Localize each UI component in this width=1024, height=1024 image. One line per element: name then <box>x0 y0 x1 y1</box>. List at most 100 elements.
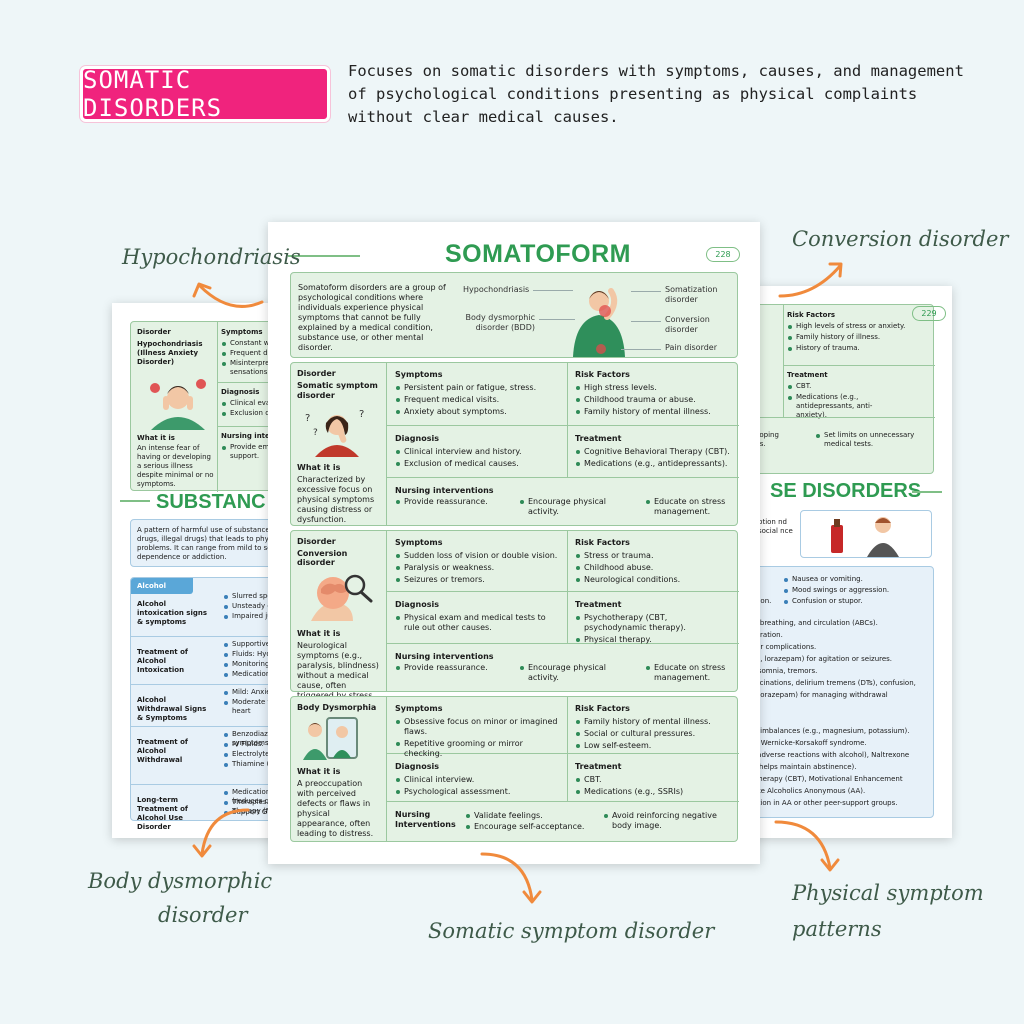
list-item: Medications (e.g., antidepressants, anti… <box>787 393 897 420</box>
diagnosis-label: Diagnosis <box>395 434 439 443</box>
list-item: High stress levels. <box>575 383 731 393</box>
alcohol-table: Alcohol Alcohol intoxication signs & sym… <box>130 577 288 831</box>
substance-section-title-right: SE DISORDERS <box>770 480 922 502</box>
risk-factors-label: Risk Factors <box>575 370 630 379</box>
disorder-label: Disorder <box>137 328 171 336</box>
disorder-name: Hypochondriasis (Illness Anxiety Disorde… <box>137 340 203 366</box>
list-item: al therapy (CBT), Motivational Enhanceme… <box>752 775 903 783</box>
list-item: Encourage physical activity. <box>519 497 619 517</box>
list-item: Benzodiaze symptoms <box>223 730 288 748</box>
list-item: Childhood abuse. <box>575 563 731 573</box>
risk-factors-label: Risk Factors <box>575 704 630 713</box>
list-item: Low self-esteem. <box>575 741 731 751</box>
treatment-label: Treatment <box>575 434 622 443</box>
list-item: Family history of mental illness. <box>575 717 731 727</box>
list-item: ay, breathing, and circulation (ABCs). <box>752 619 878 627</box>
list-item: Medication <box>223 670 288 679</box>
overview-box: Somatoform disorders are a group of psyc… <box>290 272 738 358</box>
list-item: Family history of illness. <box>787 333 880 342</box>
what-it-is-text: Neurological symptoms (e.g., paralysis, … <box>297 641 379 700</box>
list-item: Childhood trauma or abuse. <box>575 395 731 405</box>
list-item: Monitoring <box>223 660 288 669</box>
list-item: Unsteady g <box>223 602 288 611</box>
list-item: Clinical interview. <box>395 775 559 785</box>
list-item: Frequent medical visits. <box>395 395 559 405</box>
list-item: Thiamine ( <box>223 760 288 769</box>
list-item: , insomnia, tremors. <box>752 667 818 675</box>
diagnosis-label: Diagnosis <box>395 600 439 609</box>
diagnosis-label: Diagnosis <box>221 388 260 396</box>
list-item: Medication (reduces c <box>223 788 288 806</box>
list-item: Obsessive focus on minor or imagined fla… <box>395 717 559 737</box>
what-it-is-label: What it is <box>297 629 341 638</box>
list-item: ect imbalances (e.g., magnesium, potassi… <box>752 727 910 735</box>
list-item: Impaired ju <box>223 612 288 621</box>
list-item: Encourage physical activity. <box>519 663 619 683</box>
list-item: Mood swings or aggression. <box>783 586 889 595</box>
nursing-label: Nursing interv <box>221 432 278 440</box>
list-item: Electrolyte <box>223 750 288 759</box>
alcohol-row-label: Treatment of Alcohol Intoxication <box>137 648 188 674</box>
treatment-label: Treatment <box>787 371 828 379</box>
conversion-disorder-section: Disorder Conversion disorder What it is … <box>290 530 739 700</box>
alcohol-row-label: Long-term Treatment of Alcohol Use Disor… <box>137 796 188 831</box>
list-item: Slurred spe <box>223 592 288 601</box>
label-bdd: Body dysmorphic disorder (BDD) <box>465 313 535 332</box>
hypochondriasis-card: Disorder Hypochondriasis (Illness Anxiet… <box>130 321 288 492</box>
list-item: es adverse reactions with alcohol), Nalt… <box>752 751 910 759</box>
list-item: Social or cultural pressures. <box>575 729 731 739</box>
list-item: CBT. <box>787 382 811 391</box>
arrow-conversion <box>778 262 843 298</box>
list-item: IV Fluids: T <box>223 740 288 749</box>
list-item: Sudden loss of vision or double vision. <box>395 551 559 561</box>
list-item: Exclusion of m <box>221 409 281 418</box>
list-item: Clinical interview and history. <box>395 447 559 457</box>
list-item: Psychological assessment. <box>395 787 559 797</box>
diagnosis-label: Diagnosis <box>395 762 439 771</box>
treatment-label: Treatment <box>575 600 622 609</box>
person-with-bottle-illustration <box>831 517 899 557</box>
svg-text:?: ? <box>313 428 318 438</box>
what-it-is-text: An intense fear of having or developing … <box>137 444 214 488</box>
somatic-symptom-section: Disorder Somatic symptom disorder ? ? ? … <box>290 362 739 526</box>
list-item: History of trauma. <box>787 344 860 353</box>
list-item: Mild: Anxie <box>223 688 288 697</box>
list-item: Clinical evalu <box>221 399 277 408</box>
list-item: Constant wor <box>221 339 277 348</box>
symptoms-label: Symptoms <box>395 704 443 713</box>
substance-section-title: SUBSTANC <box>156 491 266 513</box>
disorder-name: Body Dysmorphia <box>297 703 377 712</box>
nursing-label: Nursing interventions <box>395 486 494 495</box>
list-item: Physical therapy. <box>575 635 731 645</box>
list-item: Frequent doc <box>221 349 276 358</box>
substance-intro-text: A pattern of harmful use of substances (… <box>137 526 281 561</box>
list-item: Paralysis or weakness. <box>395 563 559 573</box>
list-item: Cognitive Behavioral Therapy (CBT). <box>575 447 731 457</box>
left-page-preview: Disorder Hypochondriasis (Illness Anxiet… <box>112 303 288 838</box>
list-item: m, lorazepam) for managing withdrawal <box>752 691 888 699</box>
risk-factors-label: Risk Factors <box>575 538 630 547</box>
callout-body-dysmorphic-2: disorder <box>158 903 248 927</box>
fragment-text: nation. <box>752 597 772 605</box>
list-item: Avoid reinforcing negative body image. <box>603 811 727 831</box>
list-item: Encourage self-acceptance. <box>465 822 615 832</box>
what-it-is-text: Characterized by excessive focus on phys… <box>297 475 375 524</box>
callout-conversion: Conversion disorder <box>792 227 1009 251</box>
list-item: High levels of stress or anxiety. <box>787 322 905 331</box>
treatment-label: Treatment <box>575 762 622 771</box>
svg-text:?: ? <box>359 409 364 420</box>
label-somatization: Somatization disorder <box>665 285 718 304</box>
list-item: Validate feelings. <box>465 811 595 821</box>
list-item: Misinterpret sensations. <box>221 359 288 377</box>
arrow-physical <box>774 820 840 872</box>
arrow-hypochondriasis <box>192 282 264 308</box>
intro-text: Focuses on somatic disorders with sympto… <box>348 62 964 126</box>
list-item: Seizures or tremors. <box>395 575 559 585</box>
list-item: e.g., lorazepam) for agitation or seizur… <box>752 655 893 663</box>
list-item: ent Wernicke-Korsakoff syndrome. <box>752 739 867 747</box>
alcohol-tab: Alcohol <box>131 578 193 594</box>
list-item: rs. <box>752 703 933 712</box>
label-conversion: Conversion disorder <box>665 315 710 334</box>
list-item: Persistent pain or fatigue, stress. <box>395 383 559 393</box>
substance-intro-box: A pattern of harmful use of substances (… <box>130 519 288 567</box>
